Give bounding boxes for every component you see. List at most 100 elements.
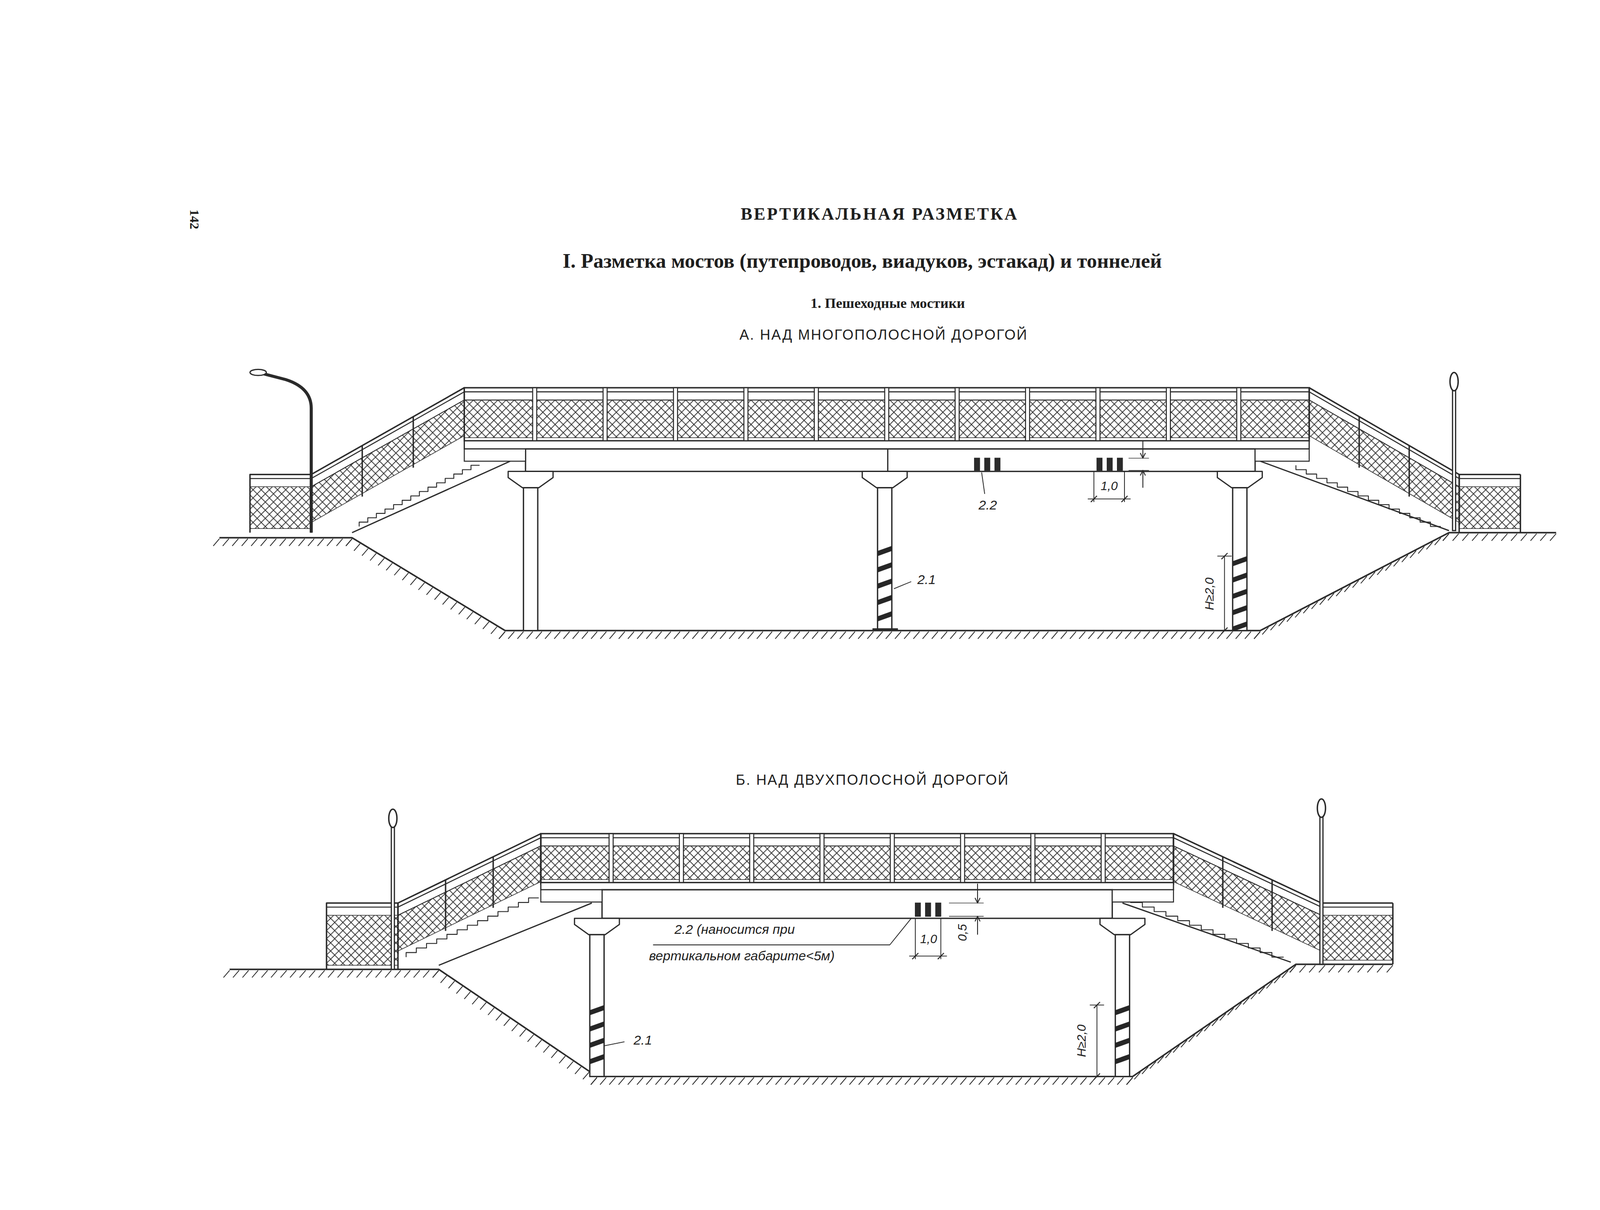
drawing-stroke [1112,889,1174,903]
drawing-stroke [974,916,981,922]
drawing-stroke [1452,533,1459,541]
drawing-stroke [442,597,449,605]
drawing-stroke [511,1023,518,1031]
drawing-stroke [960,1077,967,1085]
drawing-stroke [299,970,306,978]
drawing-stroke [1360,576,1368,584]
drawing-stroke [432,970,439,978]
drawing-stroke [1254,631,1261,639]
drawing-stroke [1142,440,1144,458]
drawing-stroke [1217,555,1232,557]
drawing-stroke [1051,631,1058,639]
drawing-stroke [1180,1040,1188,1048]
drawing-stroke [309,970,316,978]
drawing-stroke [1052,1077,1059,1085]
drawing-stroke [426,587,433,595]
drawing-stroke [1165,1050,1172,1058]
drawing-stroke [345,538,353,546]
drawing-stroke [821,1077,829,1085]
drawing-stroke [1377,965,1384,973]
section-heading: I. Разметка мостов (путепроводов, виадук… [562,249,1162,274]
drawing-stroke [1251,992,1258,1000]
drawing-stroke [1090,495,1098,503]
drawing-stroke [1115,1004,1130,1016]
drawing-stroke [337,970,344,978]
drawing-stroke [1030,833,1035,883]
dimension-value: H≥2,0 [1075,1024,1090,1057]
drawing-stroke [1115,1053,1130,1065]
drawing-stroke [375,970,382,978]
drawing-stroke [1510,533,1518,541]
drawing-stroke [679,833,684,883]
drawing-stroke [1289,965,1297,973]
dimension-value: H≥2,0 [1202,577,1218,611]
drawing-stroke [1140,470,1146,476]
drawing-stroke [602,889,1113,919]
drawing-stroke [279,538,286,546]
drawing-stroke [1157,1056,1164,1064]
drawing-stroke [821,631,828,639]
drawing-stroke [1143,631,1150,639]
drawing-stroke [765,631,772,639]
drawing-stroke [1442,533,1450,541]
drawing-stroke [1243,997,1250,1005]
drawing-stroke [747,1077,754,1085]
drawing-stroke [472,997,479,1005]
drawing-stroke [567,1061,574,1069]
drawing-stroke [423,970,430,978]
drawing-stroke [1134,1072,1141,1080]
drawing-stroke [820,833,825,883]
drawing-stroke [655,1077,662,1085]
case-heading: А. НАД МНОГОПОЛОСНОЙ ДОРОГОЙ [739,326,1028,343]
drawing-stroke [948,902,984,904]
drawing-stroke [554,631,561,639]
drawing-stroke [1348,965,1355,973]
drawing-stroke [317,538,324,546]
drawing-stroke [1199,631,1206,639]
drawing-stroke [719,631,727,639]
drawing-stroke [977,883,978,904]
drawing-stroke [1274,975,1281,983]
drawing-stroke [394,970,401,978]
drawing-stroke [1258,986,1265,994]
drawing-stroke [1093,471,1095,503]
drawing-stroke [1150,1061,1157,1069]
drawing-stroke [307,538,315,546]
drawing-stroke [599,1077,607,1085]
drawing-stroke [960,833,965,883]
drawing-stroke [1262,627,1269,635]
drawing-stroke [1235,1002,1242,1010]
drawing-stroke [1368,572,1376,580]
drawing-stroke [1232,572,1247,583]
drawing-stroke [1459,478,1521,480]
drawing-stroke [692,1077,699,1085]
drawing-stroke [213,369,1556,1085]
drawing-stroke [940,631,948,639]
drawing-stroke [637,1077,644,1085]
drawing-stroke [385,563,393,571]
drawing-stroke [988,1077,995,1085]
drawing-stroke [950,631,957,639]
drawing-stroke [1501,533,1508,541]
drawing-stroke [1033,631,1040,639]
drawing-stroke [1352,580,1359,588]
drawing-stroke [1226,631,1233,639]
drawing-stroke [877,611,892,622]
drawing-stroke [692,631,699,639]
drawing-stroke [1367,965,1374,973]
drawing-stroke [1434,537,1441,545]
drawing-stroke [1173,846,1322,952]
drawing-stroke [581,631,589,639]
drawing-stroke [397,903,399,970]
drawing-stroke [1232,605,1247,616]
drawing-stroke [1278,618,1286,626]
drawing-stroke [969,1077,976,1085]
drawing-stroke [1452,387,1456,531]
drawing-stroke [326,538,334,546]
drawing-stroke [1152,631,1159,639]
drawing-stroke [1357,965,1364,973]
page-number: 142 [186,209,202,230]
drawing-stroke [1550,533,1557,541]
